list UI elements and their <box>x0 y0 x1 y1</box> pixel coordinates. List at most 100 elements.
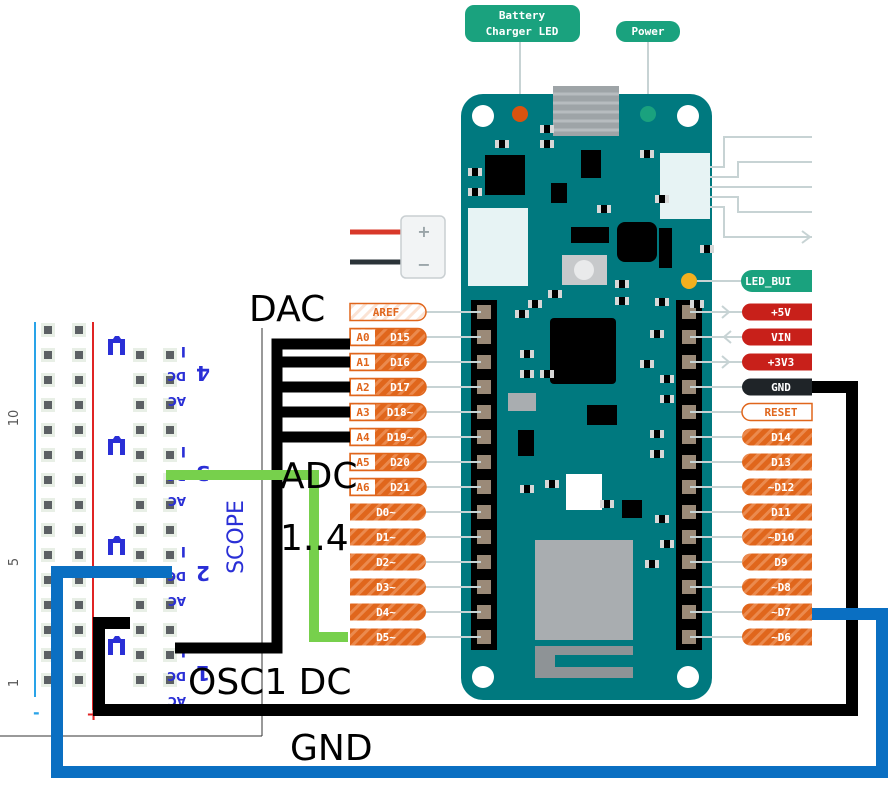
arrow-out-icon <box>721 305 731 319</box>
svg-text:D3~: D3~ <box>376 581 396 594</box>
pin-label-d10: ~D10 <box>690 528 812 546</box>
pin-label-d12: ~D12 <box>690 478 812 496</box>
adc-wire <box>166 470 348 642</box>
svg-text:Battery: Battery <box>499 9 546 22</box>
header-pad <box>682 305 696 319</box>
chip <box>617 222 657 262</box>
svg-text:~D7: ~D7 <box>771 606 791 619</box>
svg-text:D11: D11 <box>771 506 791 519</box>
white-component <box>566 474 602 510</box>
header-pad <box>682 580 696 594</box>
pin-label-d17: A2 D17 <box>349 377 481 397</box>
row-number-1: 1 <box>7 679 22 687</box>
chip <box>571 227 609 243</box>
left-header <box>471 300 497 650</box>
channel-4-dc-label: DC <box>167 369 186 383</box>
chip <box>659 228 672 268</box>
scope-title: SCOPE <box>224 500 249 574</box>
mount-hole-icon <box>472 666 494 688</box>
chip <box>587 405 617 425</box>
channel-3-ac-label: AC <box>168 494 186 508</box>
svg-text:D21: D21 <box>390 481 410 494</box>
arrow-out-icon <box>721 355 731 369</box>
header-pad <box>477 380 491 394</box>
gnd-wire-blue <box>51 566 888 778</box>
pin-label-d9: D9 <box>690 553 812 571</box>
channel-4-i-label: I <box>181 343 186 359</box>
svg-text:~D12: ~D12 <box>768 481 795 494</box>
microcontroller-chip <box>550 318 616 384</box>
breadboard-holes <box>41 323 177 687</box>
osc1-dc-label: OSC1 DC <box>188 662 352 703</box>
wires <box>51 338 888 778</box>
channel-2-i-label: I <box>181 543 186 559</box>
battery-minus-label: − <box>417 255 430 274</box>
svg-text:Power: Power <box>631 25 664 38</box>
dac-label: DAC <box>249 289 325 330</box>
channel-number: 1 <box>196 661 210 685</box>
mount-hole-icon <box>677 666 699 688</box>
pin-label-vin: VIN <box>690 328 812 346</box>
battery-charger-led-tag: Battery Charger LED <box>465 5 580 103</box>
svg-text:+5V: +5V <box>771 306 791 319</box>
svg-text:D17: D17 <box>390 381 410 394</box>
header-pad <box>682 355 696 369</box>
svg-text:VIN: VIN <box>771 331 791 344</box>
header-pad <box>477 455 491 469</box>
led-builtin-tag: LED_BUI <box>697 270 812 292</box>
pin-alt-label: A4 <box>356 431 370 444</box>
pin-alt-label: A1 <box>356 356 370 369</box>
power-tag: Power <box>616 21 680 103</box>
pin-label-d3: D3~ <box>350 578 481 596</box>
svg-text:D4~: D4~ <box>376 606 396 619</box>
crystal <box>508 393 536 411</box>
pin-alt-label: A2 <box>356 381 369 394</box>
reset-button-cap-icon <box>574 260 594 280</box>
header-pad <box>477 555 491 569</box>
smd-components <box>468 125 714 568</box>
svg-text:D18~: D18~ <box>387 406 414 419</box>
header-pad <box>477 480 491 494</box>
svg-text:RESET: RESET <box>764 406 797 419</box>
pin-label-d4: D4~ <box>350 603 481 621</box>
svg-text:Charger LED: Charger LED <box>486 25 559 38</box>
pin-label-aref: AREF <box>349 302 481 322</box>
pin-label-5v: +5V <box>690 303 812 321</box>
svg-text:~D8: ~D8 <box>771 581 791 594</box>
header-pad <box>682 505 696 519</box>
header-pad <box>682 330 696 344</box>
row-number-5: 5 <box>7 558 22 566</box>
channel-1-dc-label: DC <box>167 669 186 683</box>
channel-4-ac-label: AC <box>168 394 186 408</box>
channel-3-i-label: I <box>181 443 186 459</box>
pin-label-d0: D0~ <box>350 503 481 521</box>
gnd-label: GND <box>290 728 373 769</box>
pin-label-d5: D5~ <box>350 628 481 646</box>
charger-led-icon <box>512 106 528 122</box>
battery-plus-label: + <box>417 222 430 241</box>
svg-text:D9: D9 <box>774 556 787 569</box>
channel-number: 4 <box>196 361 210 385</box>
chip <box>622 500 642 518</box>
header-pad <box>477 430 491 444</box>
pin-label-d1: D1~ <box>350 528 481 546</box>
svg-text:D19~: D19~ <box>387 431 414 444</box>
header-pad <box>682 380 696 394</box>
svg-text:D5~: D5~ <box>376 631 396 644</box>
header-pad <box>682 430 696 444</box>
rail-minus-label: - <box>33 703 40 722</box>
header-pad <box>682 630 696 644</box>
header-pad <box>477 305 491 319</box>
pin-label-reset: RESET <box>690 402 813 422</box>
header-pad <box>477 605 491 619</box>
arrow-in-icon <box>722 330 732 344</box>
builtin-led-icon <box>681 273 697 289</box>
pin-alt-label: A3 <box>356 406 369 419</box>
svg-text:~D6: ~D6 <box>771 631 791 644</box>
row-number-10: 10 <box>7 410 22 427</box>
